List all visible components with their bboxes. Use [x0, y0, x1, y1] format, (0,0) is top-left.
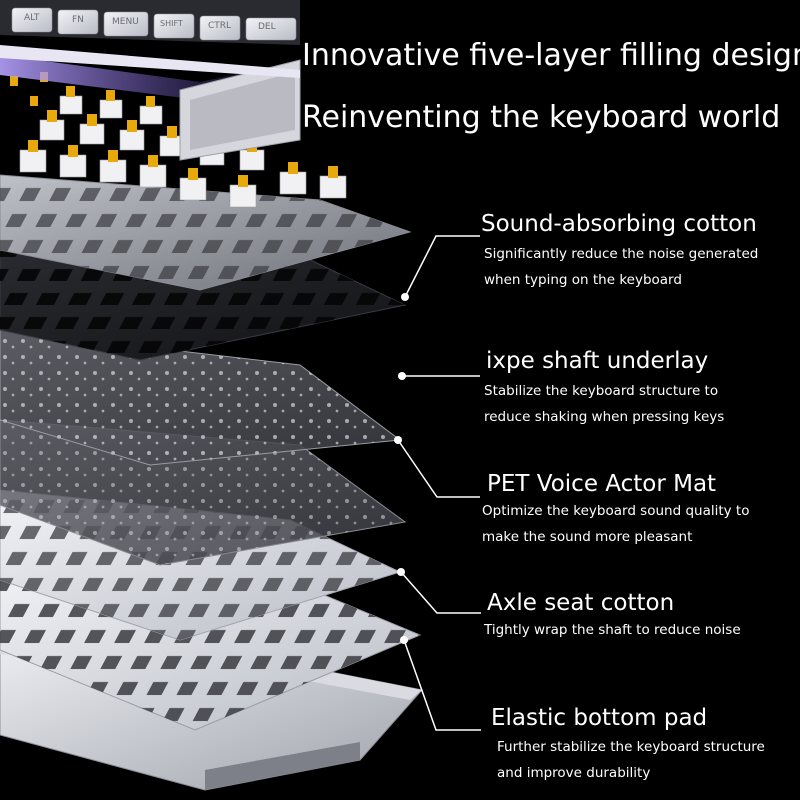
top-case-frame: [0, 45, 301, 161]
callout-line-axle-seat-cotton: [400, 571, 481, 614]
feature-description: Stabilize the keyboard structure to redu…: [484, 378, 784, 430]
pet-voice-actor-mat-layer: [0, 419, 407, 566]
headline-line-2: Reinventing the keyboard world: [302, 100, 781, 135]
switch-plate-layer: [0, 174, 412, 291]
feature-desc-line: make the sound more pleasant: [482, 529, 693, 545]
feature-desc-line: and improve durability: [497, 765, 651, 781]
callout-line-pet-voice-actor-mat: [397, 439, 480, 498]
feature-desc-line: reduce shaking when pressing keys: [484, 409, 725, 425]
callout-line-elastic-bottom-pad: [403, 639, 481, 731]
keycap-del-label: DEL: [258, 22, 276, 32]
feature-desc-line: when typing on the keyboard: [484, 272, 682, 288]
feature-title: Elastic bottom pad: [491, 705, 708, 731]
feature-title: ixpe shaft underlay: [486, 348, 709, 374]
ixpe-shaft-underlay-layer: [0, 329, 402, 466]
feature-desc-line: Tightly wrap the shaft to reduce noise: [484, 622, 741, 638]
keycap-row: [0, 0, 300, 45]
feature-desc-line: Significantly reduce the noise generated: [484, 246, 759, 262]
headline-line-1: Innovative five-layer filling design: [302, 38, 800, 73]
feature-description: Further stabilize the keyboard structure…: [497, 734, 797, 786]
keycap-shift-label: SHIFT: [160, 19, 183, 28]
feature-desc-line: Stabilize the keyboard structure to: [484, 383, 719, 399]
feature-desc-line: Optimize the keyboard sound quality to: [482, 503, 750, 519]
keycap-alt-label: ALT: [24, 13, 40, 23]
feature-description: Significantly reduce the noise generated…: [484, 241, 784, 293]
feature-description: Optimize the keyboard sound quality to m…: [482, 498, 782, 550]
feature-title: Sound-absorbing cotton: [481, 211, 757, 237]
callout-line-sound-absorbing-cotton: [404, 235, 480, 298]
keycap-ctrl-label: CTRL: [208, 21, 232, 31]
feature-title: Axle seat cotton: [487, 590, 675, 616]
feature-description: Tightly wrap the shaft to reduce noise: [484, 617, 784, 643]
feature-title: PET Voice Actor Mat: [487, 471, 717, 497]
keycap-menu-label: MENU: [112, 17, 139, 27]
feature-desc-line: Further stabilize the keyboard structure: [497, 739, 765, 755]
keycap-fn-label: FN: [72, 15, 84, 25]
